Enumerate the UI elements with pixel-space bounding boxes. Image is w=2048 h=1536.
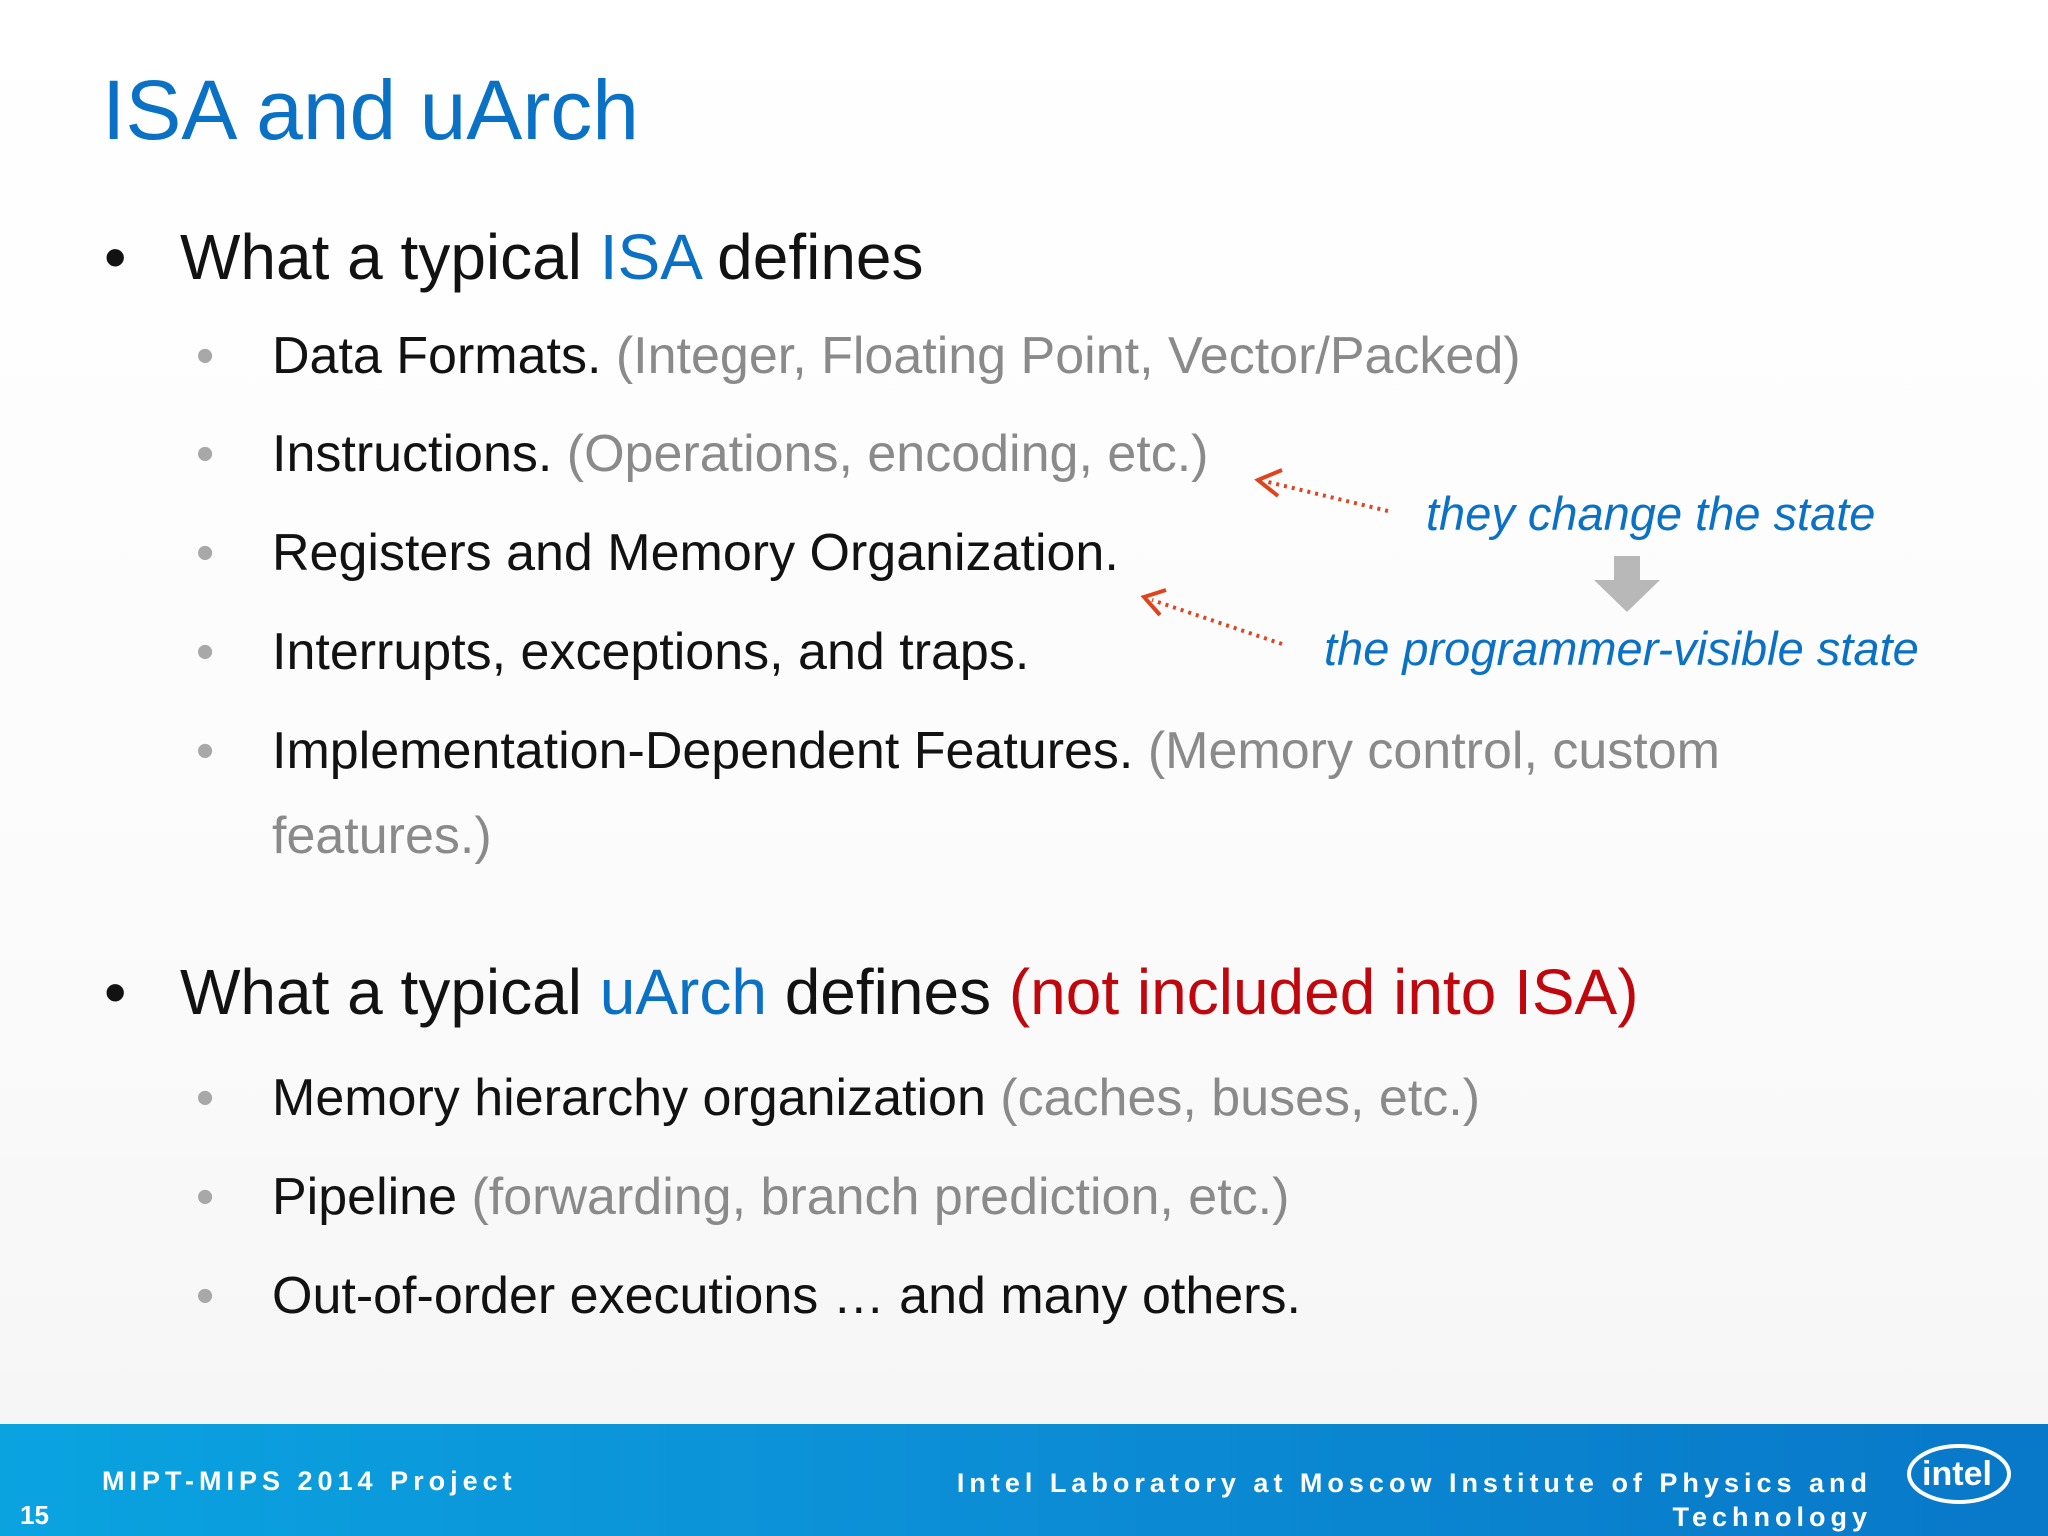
sub-bullet-dot: •: [196, 524, 215, 582]
not-included-note: (not included into ISA): [1008, 956, 1639, 1028]
sub-bullet-dot: •: [196, 327, 215, 385]
item-main: Instructions.: [272, 425, 553, 483]
slide-title: ISA and uArch: [102, 63, 640, 157]
item-detail: (Operations, encoding, etc.): [552, 425, 1209, 483]
item-detail: (Memory control, custom features.): [272, 722, 1720, 865]
isa-accent: ISA: [599, 221, 700, 293]
gray-down-arrow: [1594, 556, 1660, 612]
sub-bullet-dot: •: [196, 722, 215, 780]
uarch-accent: uArch: [599, 956, 767, 1028]
item-main: Data Formats.: [272, 327, 602, 385]
bullet-dot: •: [104, 221, 127, 293]
footer-lab: Intel Laboratory at Moscow Institute of …: [956, 1468, 1872, 1532]
intel-logo-icon: intel: [1907, 1444, 2011, 1504]
annotation-change-state: they change the state: [1426, 487, 1876, 540]
item-main: Out-of-order executions … and many other…: [272, 1267, 1301, 1325]
item-main: Implementation-Dependent Features.: [272, 722, 1134, 780]
item-main: Interrupts, exceptions, and traps.: [272, 623, 1030, 681]
item-detail: (caches, buses, etc.): [985, 1069, 1481, 1127]
footer-bar: MIPT-MIPS 2014 Project 15 Intel Laborato…: [0, 1424, 2048, 1536]
sub-bullet-dot: •: [196, 623, 215, 681]
item-main: Pipeline: [272, 1168, 458, 1226]
sub-bullet-dot: •: [196, 1267, 215, 1325]
logo-text: intel: [1922, 1455, 1992, 1493]
annotation-visible-state: the programmer-visible state: [1324, 622, 1919, 675]
item-main: Registers and Memory Organization.: [272, 524, 1119, 582]
item-detail: (Integer, Floating Point, Vector/Packed): [601, 327, 1521, 385]
bullet-dot: •: [104, 956, 127, 1028]
sub-bullet-dot: •: [196, 425, 215, 483]
dotted-arrow-registers: [1151, 598, 1283, 646]
page-number: 15: [20, 1500, 49, 1530]
section-uarch-heading-text: What a typical uArch defines (not includ…: [180, 956, 1639, 1028]
dotted-arrow-instructions: [1267, 480, 1389, 513]
arrowhead-registers: [1140, 588, 1167, 617]
arrowhead-instructions: [1254, 468, 1283, 498]
item-main: Memory hierarchy organization: [272, 1069, 986, 1127]
footer-project: MIPT-MIPS 2014 Project: [102, 1466, 517, 1496]
sub-bullet-dot: •: [196, 1069, 215, 1127]
section-isa-heading-text: What a typical ISA defines: [180, 221, 924, 293]
item-detail: (forwarding, branch prediction, etc.): [457, 1168, 1290, 1226]
sub-bullet-dot: •: [196, 1168, 215, 1226]
